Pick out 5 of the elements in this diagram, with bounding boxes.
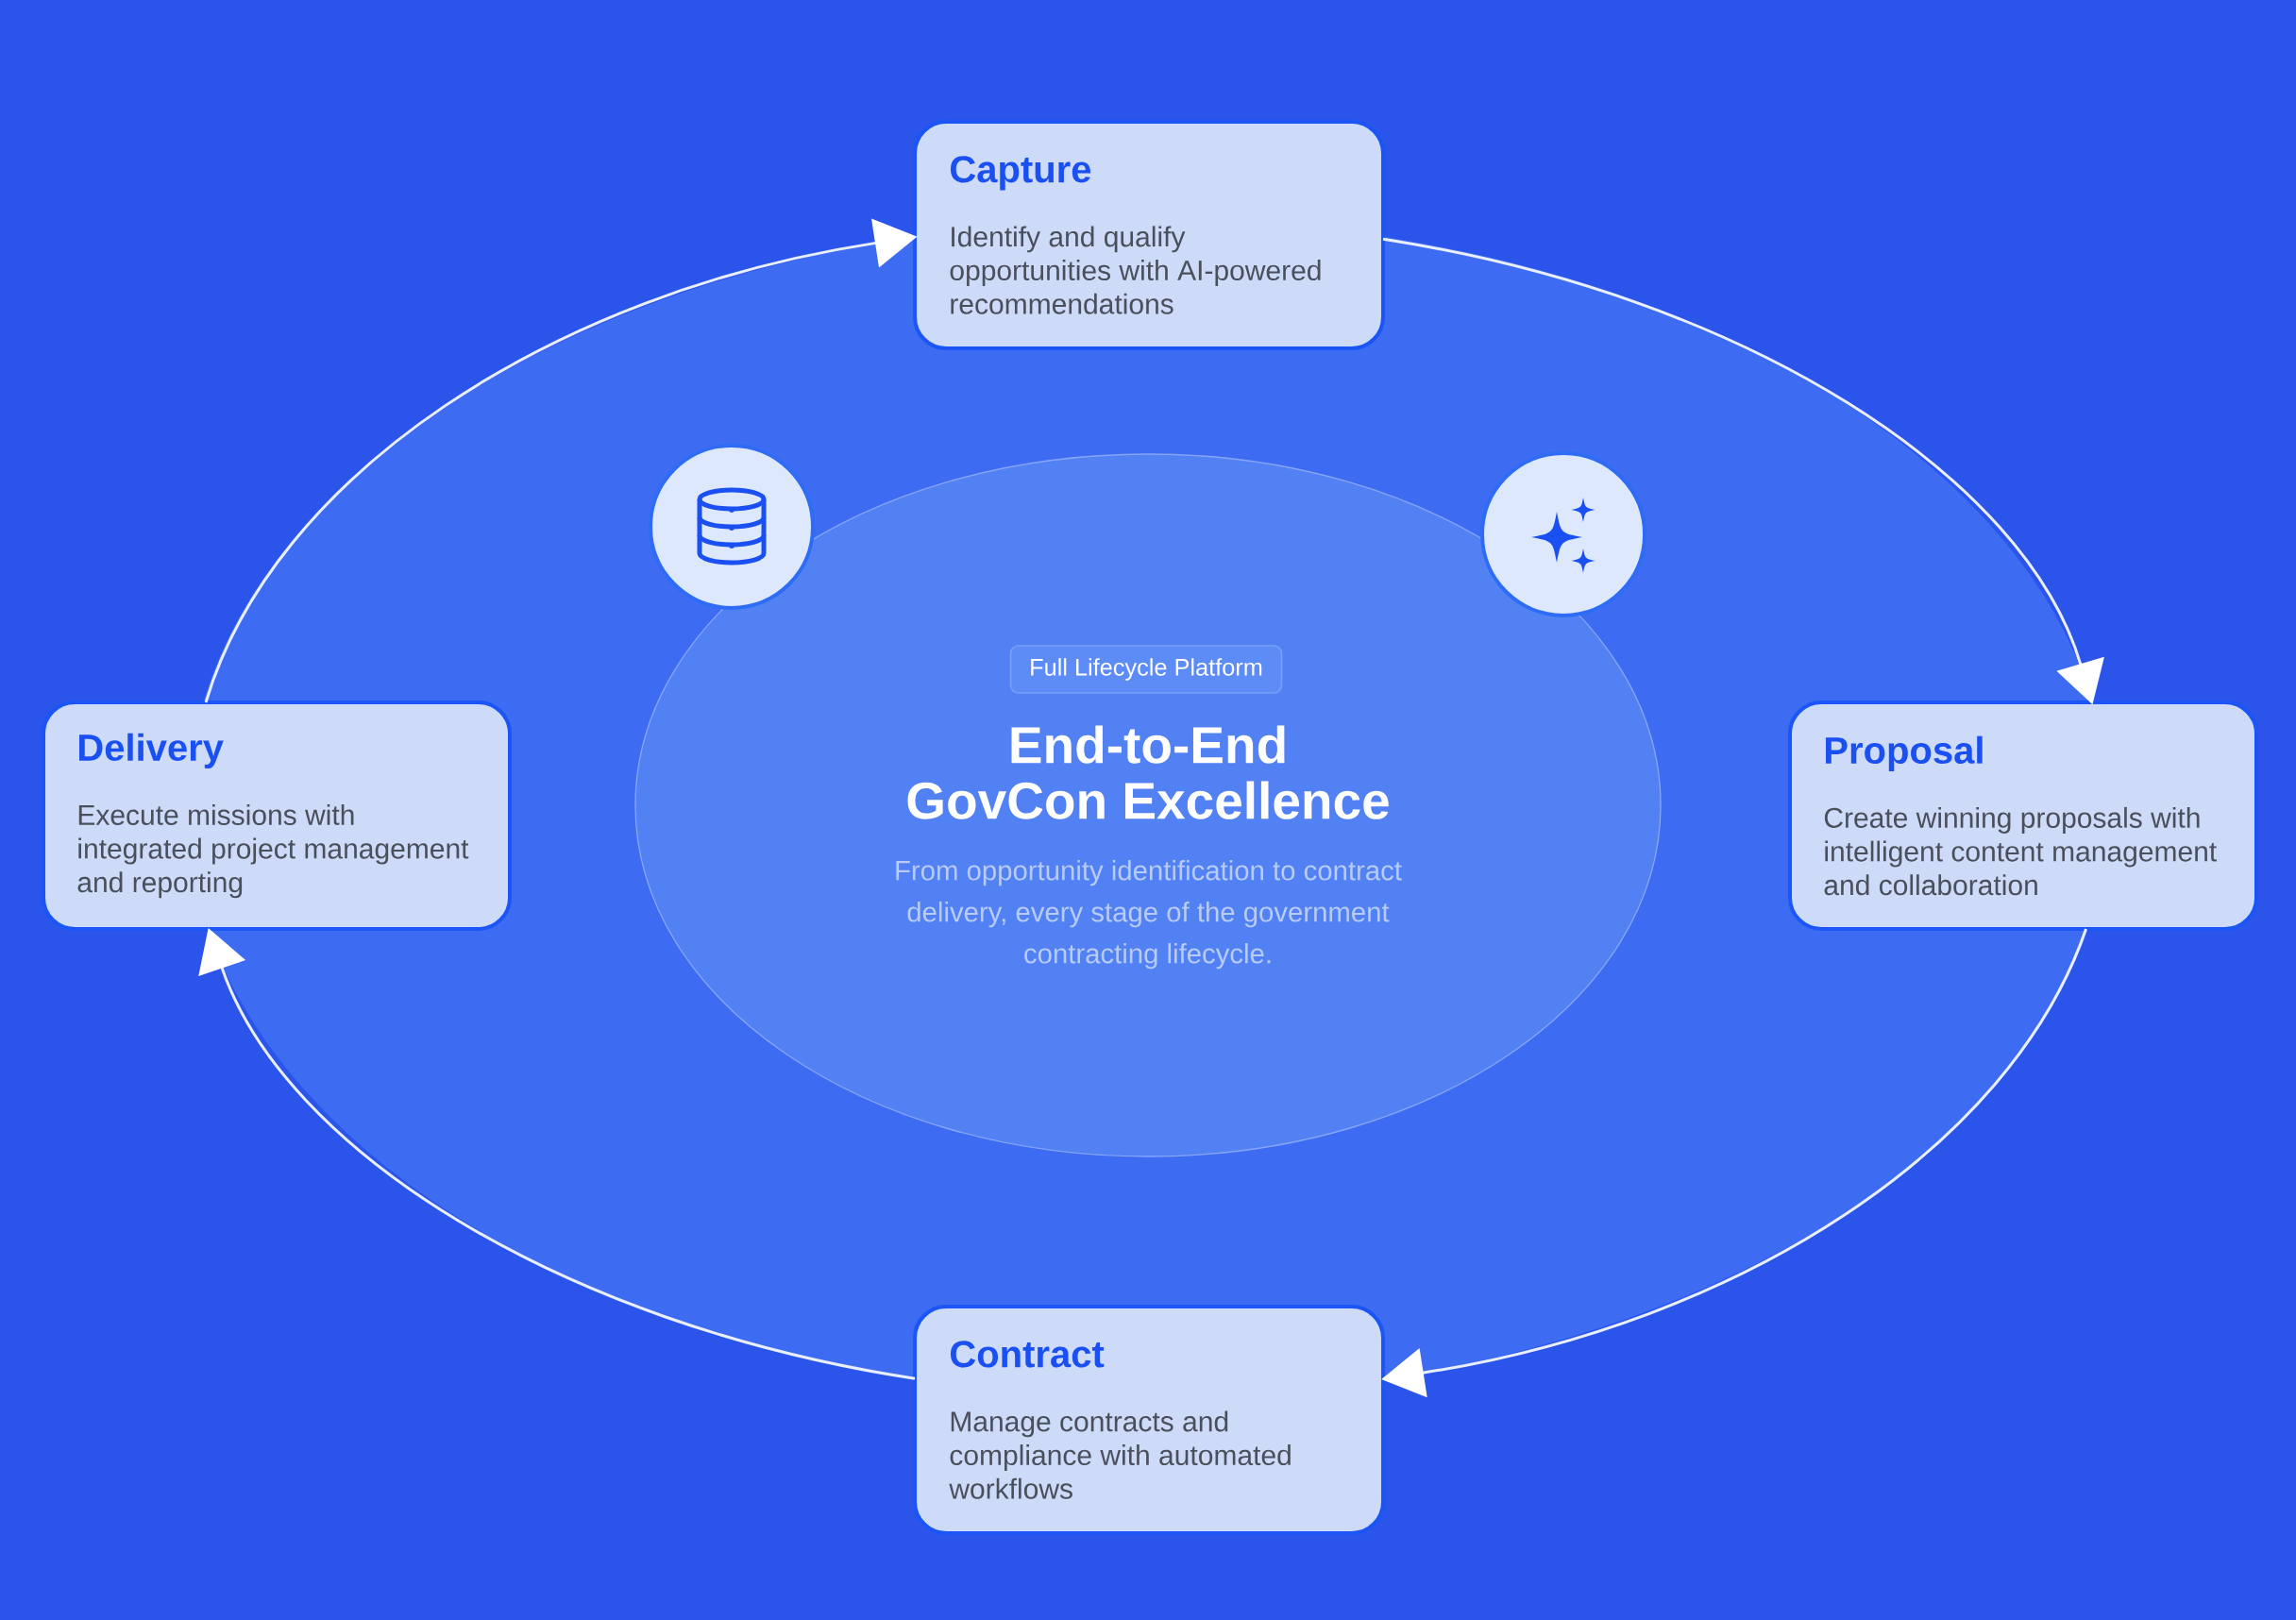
stage-box: Contract Manage contracts and compliance with automated workflows: [913, 1305, 1385, 1535]
stage-box: Proposal Create winning proposals with intelligent content management and collaboration: [1788, 700, 2258, 931]
stage-box: Capture Identify and qualify opportunities with AI-powered recommendations: [913, 119, 1385, 350]
stage-box: Delivery Execute missions with integrated project management and reporting: [42, 700, 512, 931]
badge: Full Lifecycle Platform: [1009, 645, 1283, 694]
